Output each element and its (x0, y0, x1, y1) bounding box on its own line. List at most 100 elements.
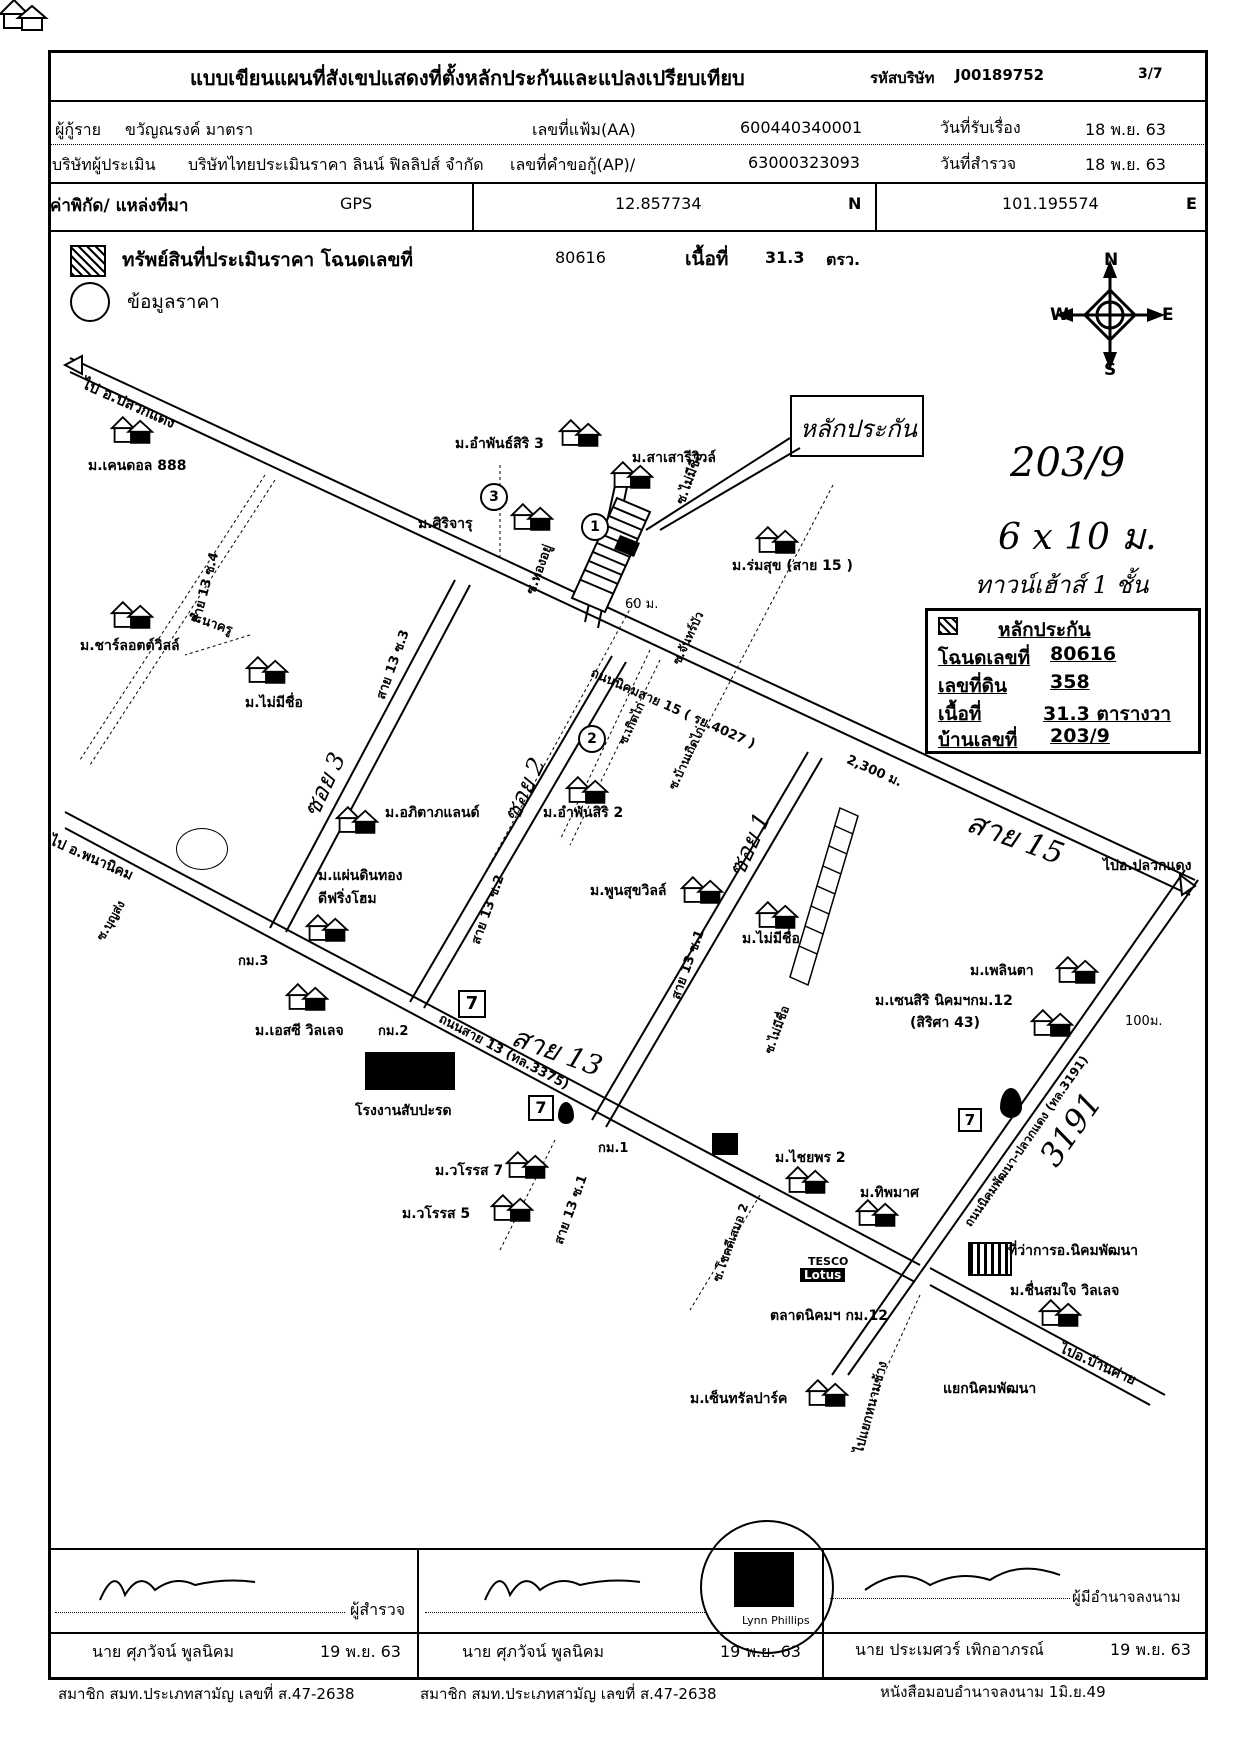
label-km1: กม.1 (598, 1141, 629, 1156)
label-m-poonsuk: ม.พูนสุขวิลล์ (590, 883, 667, 899)
house-icon (110, 415, 154, 444)
surveyor-role: ผู้สำรวจ (350, 1600, 406, 1619)
label-m-amphan3: ม.อำพันธ์สิริ 3 (455, 436, 544, 452)
surveyor-name: นาย ศุภวัจน์ พูลนิคม (92, 1642, 235, 1661)
shop-icon (712, 1133, 738, 1155)
loan-req-label: เลขที่คำขอกู้(AP)/ (510, 155, 636, 174)
seven-eleven-icon: 7 (528, 1095, 554, 1121)
label-m-charlotte: ม.ชาร์ลอตต์วิลล์ (80, 638, 180, 654)
label-dist-100: 100ม. (1125, 1014, 1163, 1029)
label-m-noname2: ม.ไม่มีชื่อ (742, 931, 800, 947)
compass-w: W (1050, 305, 1069, 325)
authorized-name: นาย ประเมศวร์ เพิกอาภรณ์ (855, 1640, 1044, 1659)
label-m-chuensomjai: ม.ชื่นสมใจ วิลเลจ (1010, 1283, 1120, 1299)
loan-req-no: 63000323093 (748, 153, 860, 172)
coord-label: ค่าพิกัด/ แหล่งที่มา (50, 196, 189, 216)
label-m-kendal: ม.เคนดอล 888 (88, 458, 187, 474)
collateral-hand-box: หลักประกัน (790, 395, 924, 457)
reviewer-name: นาย ศุภวัจน์ พูลนิคม (462, 1642, 605, 1661)
label-m-amphan2: ม.อำพันสิริ 2 (543, 805, 624, 821)
house-icon (305, 913, 349, 942)
house-icon (285, 982, 329, 1011)
house-icon (510, 502, 554, 531)
property-legend-label: ทรัพย์สินที่ประเมินราคา โฉนดเลขที่ (122, 249, 413, 271)
label-m-sasao: ม.สาเสารีวิวล์ (632, 450, 716, 466)
price-point-2: 2 (578, 725, 606, 753)
label-km3: กม.3 (238, 954, 269, 969)
label-junction: แยกนิคมพัฒนา (943, 1381, 1037, 1397)
label-m-noname1: ม.ไม่มีชื่อ (245, 695, 303, 711)
label-m-romsuk: ม.ร่มสุข (สาย 15 ) (732, 558, 853, 574)
authorized-date: 19 พ.ย. 63 (1110, 1640, 1191, 1659)
company-stamp: Lynn Phillips (700, 1520, 834, 1654)
fuel-drop-icon (1000, 1088, 1022, 1118)
survey-date: 18 พ.ย. 63 (1085, 155, 1166, 174)
latitude: 12.857734 (615, 194, 702, 213)
fuel-drop-icon (558, 1102, 574, 1124)
label-dist-60: 60 ม. (625, 597, 659, 612)
label-m-phaendin: ม.แผ่นดินทอง (318, 868, 403, 884)
appraiser-label: บริษัทผู้ประเมิน (52, 155, 156, 174)
house-icon (680, 875, 724, 904)
coord-source: GPS (340, 194, 373, 213)
label-district-office: ที่ว่าการอ.นิคมพัฒนา (1008, 1243, 1139, 1259)
hand-type: ทาวน์เฮ้าส์ 1 ชั้น (975, 571, 1149, 599)
received-date: 18 พ.ย. 63 (1085, 120, 1166, 139)
survey-label: วันที่สำรวจ (940, 154, 1017, 173)
compass-e: E (1162, 305, 1174, 325)
compass-n: N (1104, 250, 1119, 270)
house-icon (505, 1150, 549, 1179)
company-code: J00189752 (955, 66, 1045, 84)
house-icon (110, 600, 154, 629)
reviewer-member: สมาชิก สมท.ประเภทสามัญ เลขที่ ส.47-2638 (420, 1685, 717, 1703)
house-icon (610, 460, 654, 489)
circle-legend-swatch (70, 282, 110, 322)
label-km2: กม.2 (378, 1024, 409, 1039)
house-icon (755, 900, 799, 929)
borrower: ขวัญณรงค์ มาตรา (125, 120, 254, 139)
compass-s: S (1104, 360, 1117, 380)
label-m-esc: ม.เอสซี วิลเลจ (255, 1023, 344, 1039)
label-m-siri: ม.ศิริจารุ (418, 516, 473, 532)
legend-area: 31.3 (765, 248, 805, 267)
office-building-icon (968, 1242, 1012, 1276)
label-m-woros5: ม.วโรรส 5 (402, 1206, 471, 1222)
page-title: แบบเขียนแผนที่สังเขปแสดงที่ตั้งหลักประกั… (190, 66, 745, 90)
appraiser: บริษัทไทยประเมินราคา ลินน์ ฟิลลิปส์ จำกั… (188, 155, 484, 174)
house-icon (245, 655, 289, 684)
hatch-legend-swatch (70, 245, 106, 277)
label-m-apita: ม.อภิตาภแลนด์ (385, 805, 480, 821)
received-label: วันที่รับเรื่อง (940, 118, 1021, 137)
house-icon (335, 805, 379, 834)
file-no-label: เลขที่แฟ้ม(AA) (532, 120, 636, 139)
house-icon (558, 418, 602, 447)
label-factory: โรงงานสับปะรด (355, 1103, 452, 1119)
seven-eleven-icon: 7 (458, 990, 486, 1018)
label-tesco: TESCO (808, 1255, 849, 1268)
page-number: 3/7 (1138, 66, 1163, 82)
longitude: 101.195574 (1002, 194, 1099, 213)
label-m-censiri2: (สิริศา 43) (910, 1015, 980, 1031)
label-lotus: Lotus (800, 1268, 846, 1282)
label-m-plinta: ม.เพลินตา (970, 963, 1034, 979)
house-icon (805, 1378, 849, 1407)
hand-size: 6 x 10 ม. (998, 517, 1157, 558)
legend-area-label: เนื้อที่ (685, 248, 729, 270)
surveyor-member: สมาชิก สมท.ประเภทสามัญ เลขที่ ส.47-2638 (58, 1685, 355, 1703)
authorized-role: ผู้มีอำนาจลงนาม (1072, 1588, 1181, 1606)
seal-icon (176, 828, 228, 870)
label-m-phaendin2: ดีฟริ่งโฮม (318, 891, 377, 907)
authorized-signature (864, 1567, 1061, 1591)
house-icon (755, 525, 799, 554)
price-point-1: 1 (581, 513, 609, 541)
price-legend-label: ข้อมูลราคา (127, 291, 220, 313)
reviewer-signature (484, 1579, 641, 1601)
house-icon (565, 775, 609, 804)
legend-deed-no: 80616 (555, 248, 606, 267)
label-m-woros7: ม.วโรรส 7 (435, 1163, 504, 1179)
surveyor-date: 19 พ.ย. 63 (320, 1642, 401, 1661)
compass-rose-icon (1055, 260, 1165, 370)
house-icon (1055, 955, 1099, 984)
house-icon (855, 1198, 899, 1227)
